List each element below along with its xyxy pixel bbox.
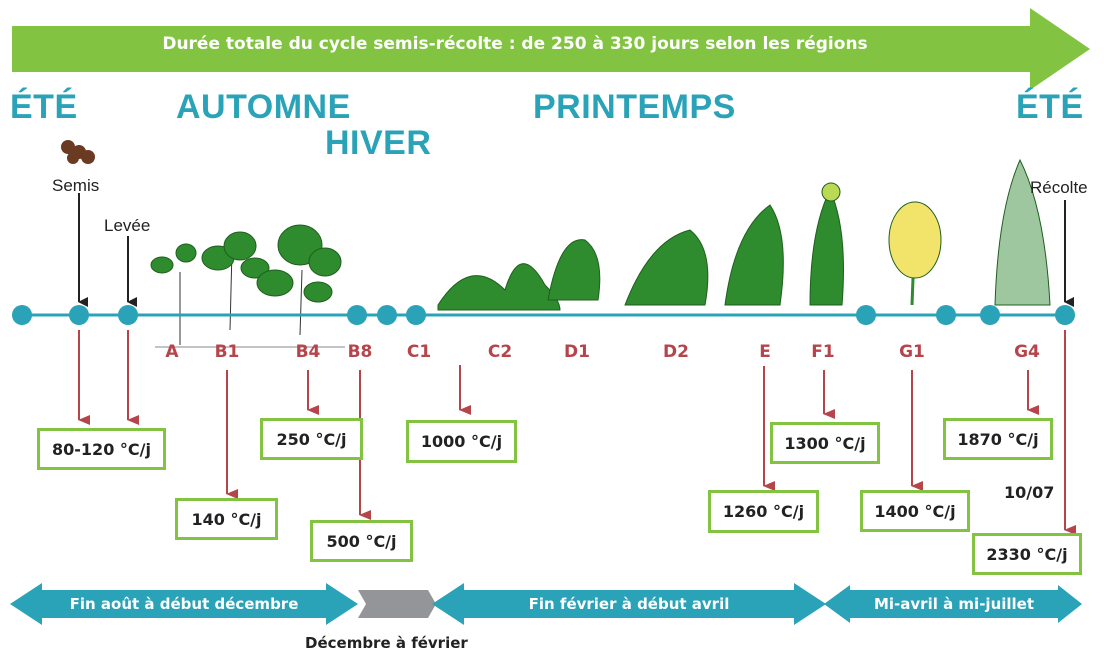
season-hiver: HIVER <box>325 124 432 162</box>
gdd-box-g1: 1400 °C/j <box>860 490 970 532</box>
gdd-box-b1: 140 °C/j <box>175 498 278 540</box>
season-printemps: PRINTEMPS <box>533 88 736 126</box>
season-automne: AUTOMNE <box>176 88 351 126</box>
gdd-box-e: 1260 °C/j <box>708 490 819 533</box>
stage-label-d1: D1 <box>564 342 590 362</box>
stage-label-c1: C1 <box>406 342 432 362</box>
gdd-box-c1: 1000 °C/j <box>406 420 517 463</box>
stage-label-g1: G1 <box>899 342 925 362</box>
levee-label: Levée <box>104 216 151 235</box>
stage-label-b1: B1 <box>214 342 240 362</box>
stage-label-c2: C2 <box>487 342 513 362</box>
harvest-date-label: 10/07 <box>1004 483 1055 502</box>
cycle-duration-arrow <box>12 8 1090 90</box>
period-spring-label: Fin février à début avril <box>528 595 730 613</box>
recolte-label: Récolte <box>1030 178 1088 197</box>
period-summer-arrow <box>824 585 1082 623</box>
semis-label: Semis <box>52 176 100 195</box>
period-summer-label: Mi-avril à mi-juillet <box>873 595 1035 613</box>
stage-label-e: E <box>759 342 771 362</box>
stage-label-d2: D2 <box>663 342 689 362</box>
period-spring-arrow <box>432 583 826 625</box>
period-winter-label: Décembre à février <box>305 634 468 652</box>
gdd-box-recolte: 2330 °C/j <box>972 533 1082 575</box>
gdd-box-b4: 250 °C/j <box>260 418 363 460</box>
gdd-box-g4: 1870 °C/j <box>943 418 1053 460</box>
seed-icon <box>61 140 95 164</box>
period-autumn-label: Fin août à début décembre <box>69 595 299 613</box>
gdd-box-f1: 1300 °C/j <box>770 422 880 464</box>
gdd-arrows <box>78 330 1076 535</box>
period-autumn-arrow <box>10 583 358 625</box>
period-winter-bar <box>358 590 436 618</box>
stage-label-a: A <box>165 342 179 362</box>
stage-label-b8: B8 <box>347 342 373 362</box>
season-ete-right: ÉTÉ <box>1016 88 1084 126</box>
timeline-dots <box>12 305 1075 325</box>
season-ete-left: ÉTÉ <box>10 88 78 126</box>
gdd-box-semis: 80-120 °C/j <box>37 428 166 470</box>
gdd-box-b8: 500 °C/j <box>310 520 413 562</box>
stage-label-b4: B4 <box>295 342 321 362</box>
cycle-duration-text: Durée totale du cycle semis-récolte : de… <box>162 34 868 54</box>
stage-label-g4: G4 <box>1014 342 1040 362</box>
stage-label-f1: F1 <box>811 342 835 362</box>
plant-illustrations <box>150 158 1051 345</box>
